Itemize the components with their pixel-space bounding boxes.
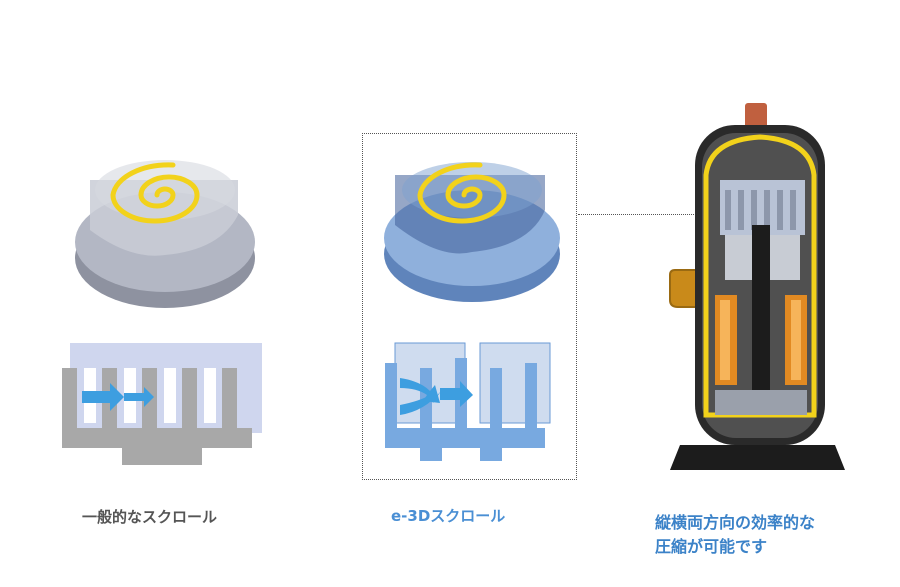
e3d-highlight-frame xyxy=(362,133,577,480)
compressor-caption-line2: 圧縮が可能です xyxy=(655,537,768,556)
connector-line xyxy=(578,214,716,215)
standard-scroll-section xyxy=(62,343,262,465)
e3d-scroll-caption: e-3Dスクロール xyxy=(391,507,506,525)
compressor-caption: 縦横両方向の効率的な 圧縮が可能です xyxy=(655,511,885,559)
compressor-base xyxy=(670,445,845,470)
e3d-scroll-section xyxy=(385,342,551,461)
compressor-cutaway xyxy=(669,103,845,470)
standard-scroll-caption: 一般的なスクロール xyxy=(82,508,218,526)
standard-flow-arrows xyxy=(82,383,154,411)
e3d-scroll-illustration xyxy=(384,162,560,302)
compressor-yellow-frame xyxy=(703,134,817,418)
standard-section-lower xyxy=(62,368,252,465)
compressor-caption-line1: 縦横両方向の効率的な xyxy=(655,513,816,532)
e3d-flow-arrows xyxy=(400,378,473,415)
standard-scroll-spiral xyxy=(110,162,200,224)
e3d-section-lower xyxy=(385,358,545,461)
e3d-scroll-spiral xyxy=(417,162,507,224)
compressor-suction-pipe xyxy=(669,269,695,308)
standard-scroll-illustration xyxy=(75,160,255,308)
compressor-shaft xyxy=(752,225,770,415)
